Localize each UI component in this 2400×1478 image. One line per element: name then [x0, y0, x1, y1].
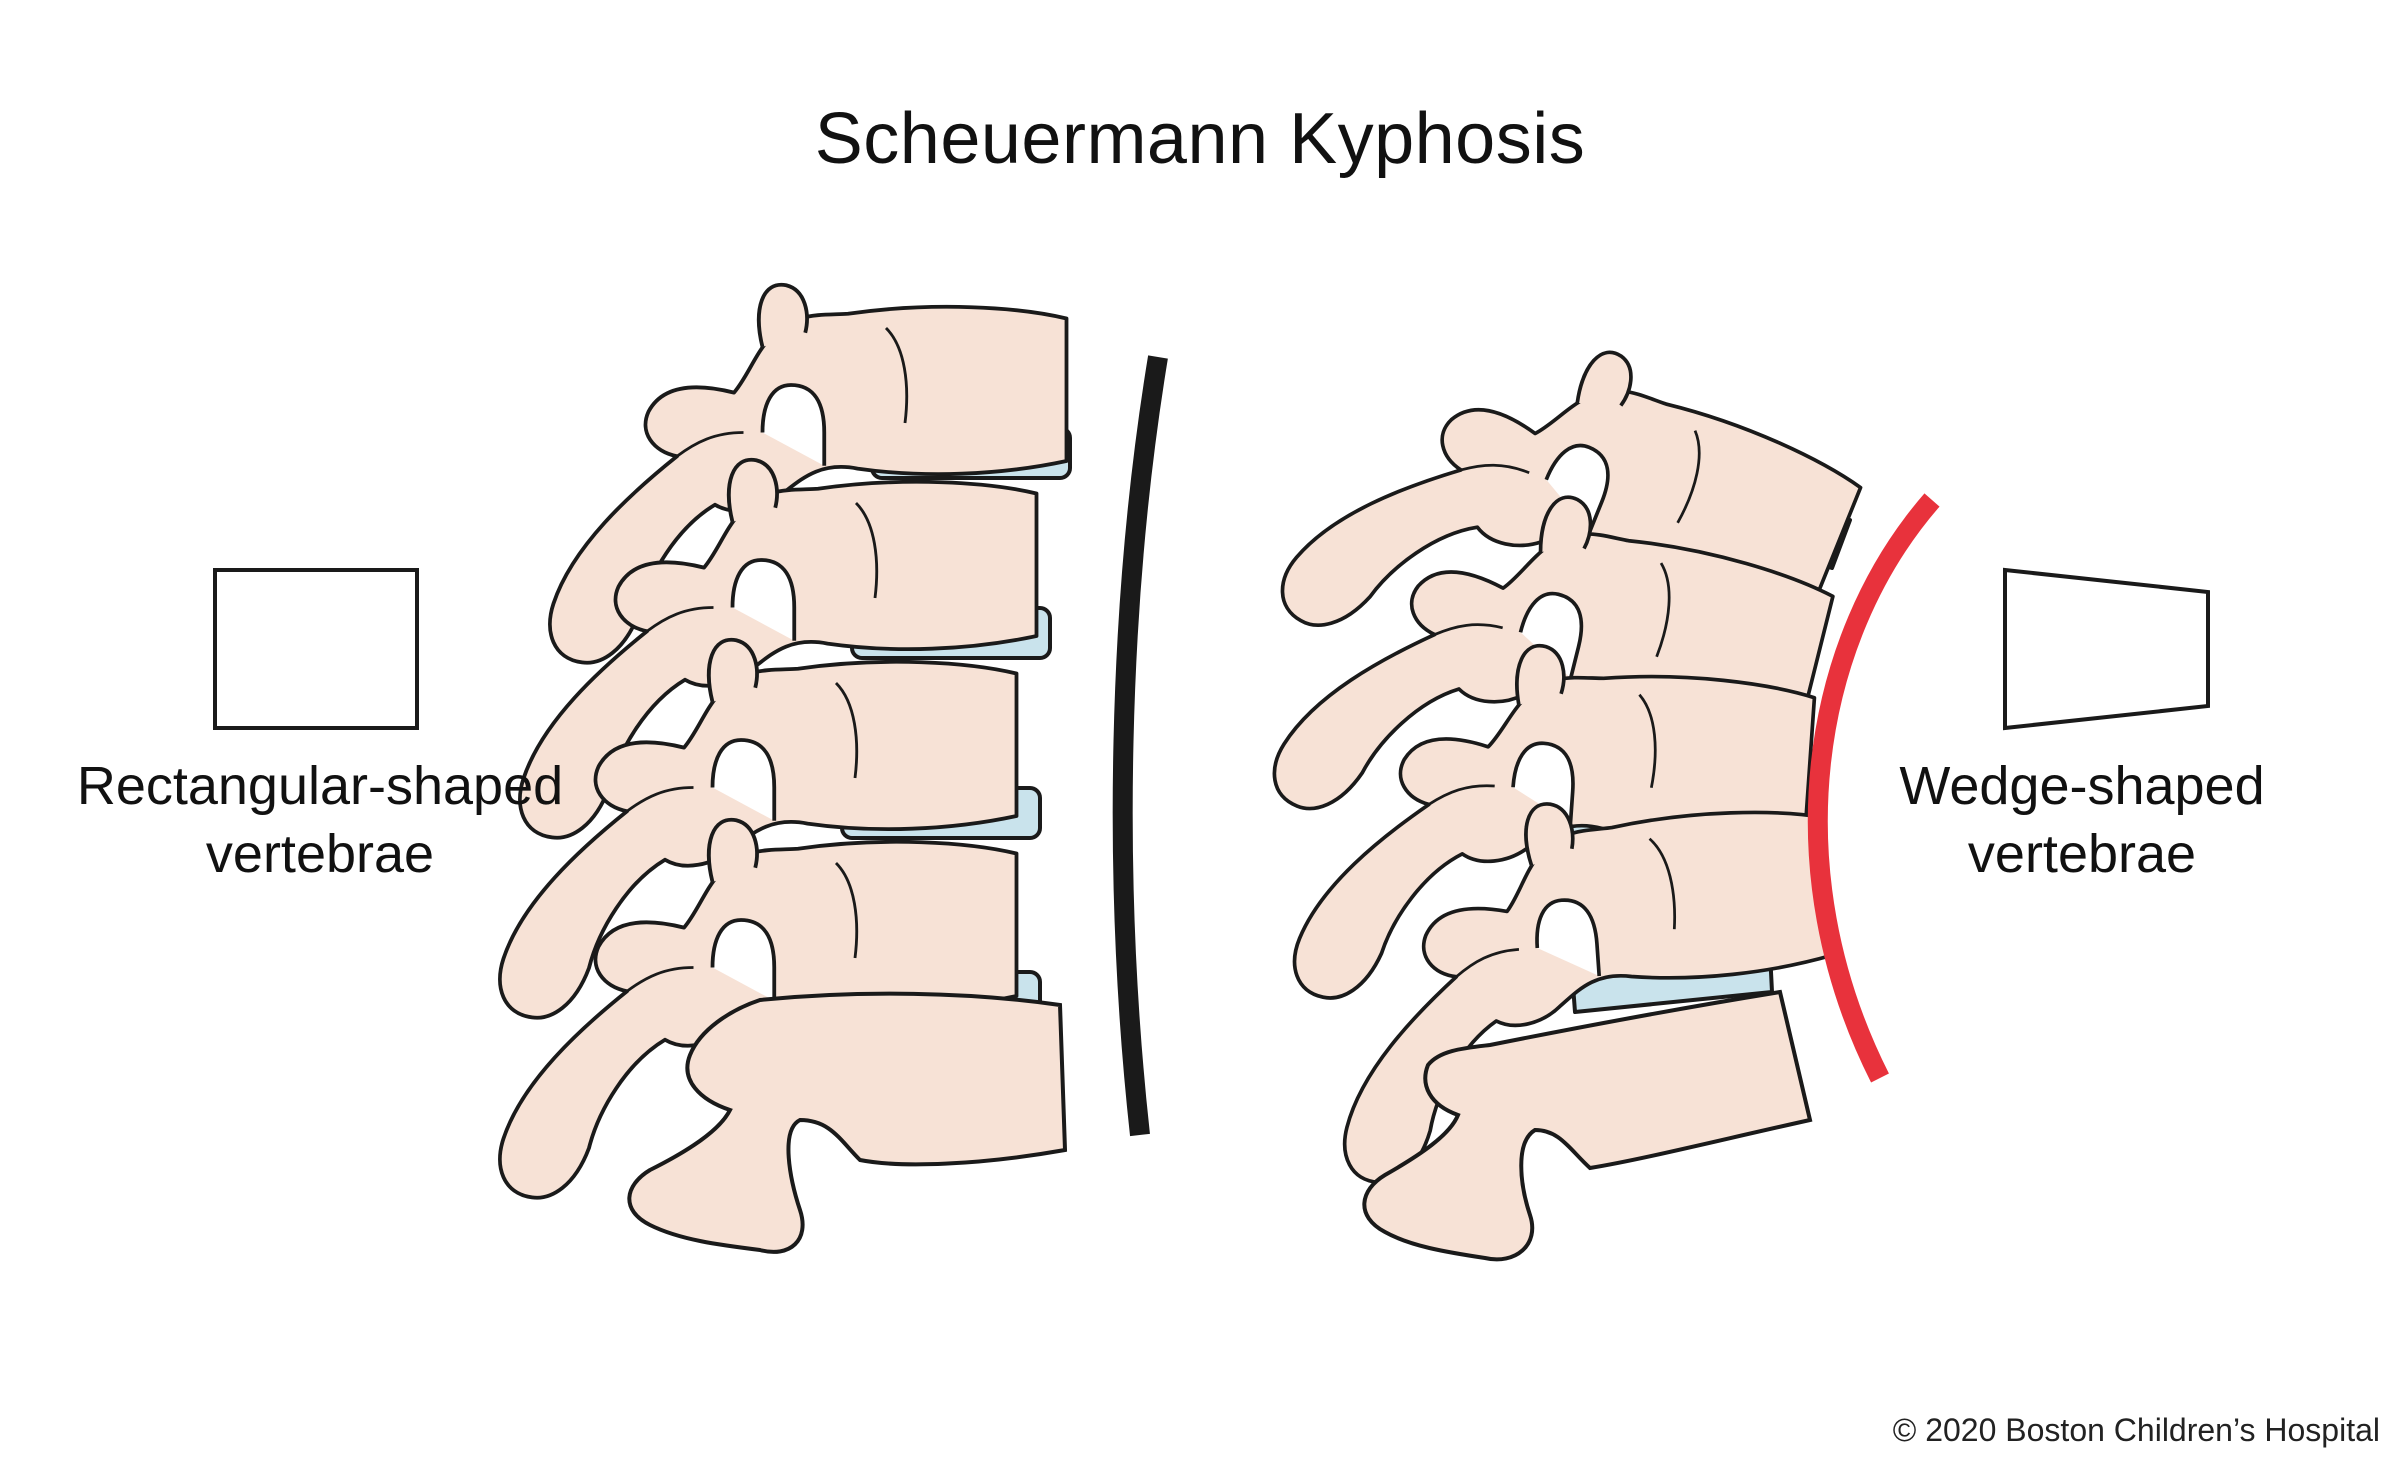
copyright-notice: © 2020 Boston Children’s Hospital: [1892, 1412, 2380, 1448]
wedge-shape-icon: [2003, 567, 2210, 731]
kyphosis-curve-line: [1807, 493, 1940, 1083]
wedge-vertebrae-caption: Wedge-shaped vertebrae: [1852, 752, 2312, 888]
normal-curve-line: [1112, 355, 1168, 1137]
left-spine-illustration: [498, 282, 1168, 1254]
rectangle-shape-icon: [213, 568, 419, 730]
caption-right-line2: vertebrae: [1967, 824, 2197, 884]
rectangular-vertebrae-caption: Rectangular-shaped vertebrae: [40, 752, 600, 888]
right-spine-illustration: [1264, 268, 1940, 1262]
caption-left-line2: vertebrae: [205, 824, 435, 884]
caption-right-line1: Wedge-shaped: [1899, 756, 2265, 816]
caption-left-line1: Rectangular-shaped: [76, 756, 564, 816]
vertebra-right-5: [1362, 989, 1813, 1262]
diagram-title: Scheuermann Kyphosis: [814, 99, 1586, 179]
vertebra-left-5: [627, 991, 1068, 1254]
